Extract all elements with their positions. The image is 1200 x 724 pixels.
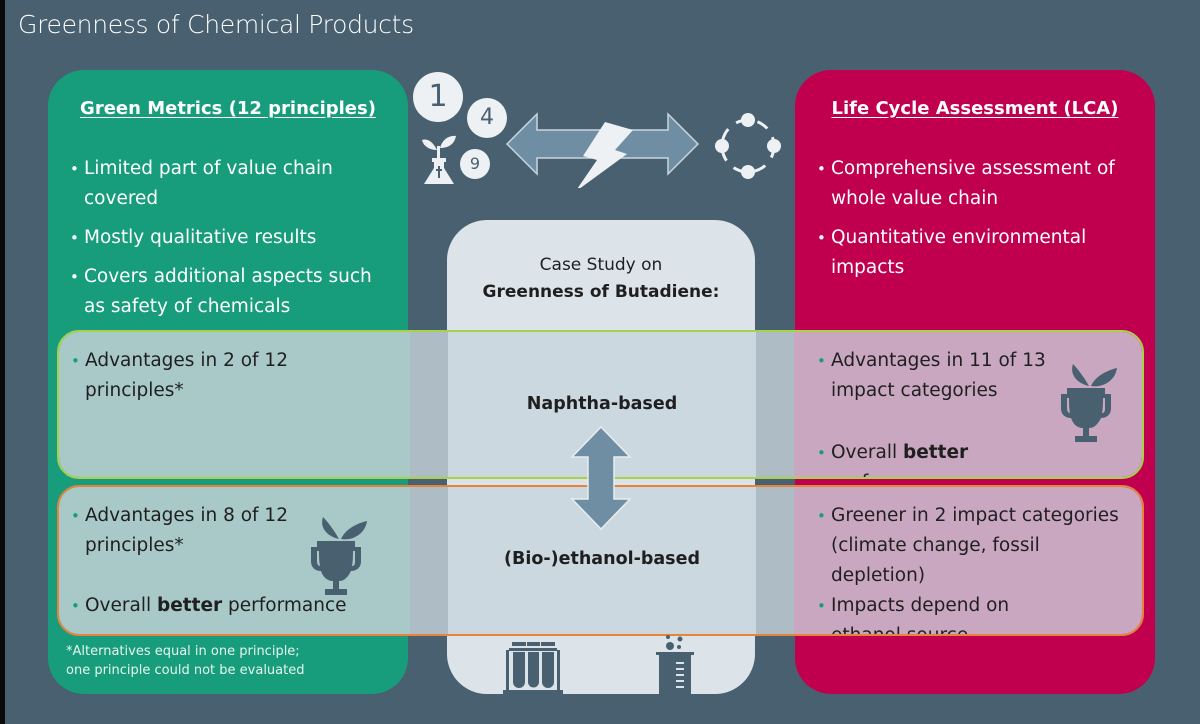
text: performance [222,595,347,616]
ethanol-gm-bullet: Advantages in 8 of 12 principles* [71,501,311,561]
footnote-line: one principle could not be evaluated [66,663,305,678]
naphtha-lca: Advantages in 11 of 13 impact categories… [817,346,1057,477]
principle-9-icon: 9 [460,149,490,179]
case-study-heading: Case Study on Greenness of Butadiene: [447,252,755,306]
green-metrics-bullets: Limited part of value chain covered Most… [70,154,390,331]
emphasis: better [903,442,969,463]
ethanol-gm-bullet: Overall better performance [71,591,365,621]
green-metrics-bullet: Limited part of value chain covered [70,154,390,214]
ethanol-lca-bullet: Greener in 2 impact categories (climate … [817,501,1137,591]
trophy-plant-icon [1061,364,1117,442]
comparison-arrow-icon [570,425,632,531]
naphtha-label: Naphtha-based [526,394,678,414]
case-study-line1: Case Study on [539,255,663,275]
beaker-icon [656,635,694,694]
trophy-plant-icon [311,517,367,595]
green-metrics-bullet: Mostly qualitative results [70,223,390,253]
lca-bullet: Comprehensive assessment of whole value … [817,154,1137,214]
ethanol-green-metrics: Advantages in 8 of 12 principles* Overal… [71,501,347,621]
green-metrics-bullet: Covers additional aspects such as safety… [70,262,390,322]
lca-bullets: Comprehensive assessment of whole value … [817,154,1137,292]
text: Overall [85,595,157,616]
naphtha-green-metrics: Advantages in 2 of 12 principles* [71,346,311,406]
test-tubes-icon [503,642,563,694]
naphtha-gm-bullet: Advantages in 2 of 12 principles* [71,346,311,406]
ethanol-lca-bullet: Impacts depend on ethanol source [817,591,1071,634]
lca-heading: Life Cycle Assessment (LCA) [831,98,1119,119]
principle-1-icon: 1 [413,72,463,122]
emphasis: better [157,595,223,616]
conflict-double-arrow-icon [505,112,700,188]
ethanol-lca: Greener in 2 impact categories (climate … [817,501,1137,634]
plant-flask-icon [422,135,456,184]
case-study-line2: Greenness of Butadiene: [482,282,720,302]
naphtha-lca-bullet: Overall better performance [817,438,1057,477]
naphtha-lca-bullet: Advantages in 11 of 13 impact categories [817,346,1057,406]
text: Overall [831,442,903,463]
ethanol-label: (Bio-)ethanol-based [503,549,700,569]
lightning-icon [577,122,633,188]
principle-4-icon: 4 [467,98,507,138]
lca-bullet: Quantitative environmental impacts [817,223,1137,283]
left-edge [0,0,5,724]
life-cycle-icon [715,113,781,179]
footnote: *Alternatives equal in one principle; on… [66,642,305,680]
ethanol-band: Advantages in 8 of 12 principles* Overal… [57,485,1144,636]
text: performance [831,472,949,477]
page-title: Greenness of Chemical Products [18,10,414,39]
footnote-line: *Alternatives equal in one principle; [66,644,300,659]
green-metrics-heading: Green Metrics (12 principles) [80,98,376,119]
